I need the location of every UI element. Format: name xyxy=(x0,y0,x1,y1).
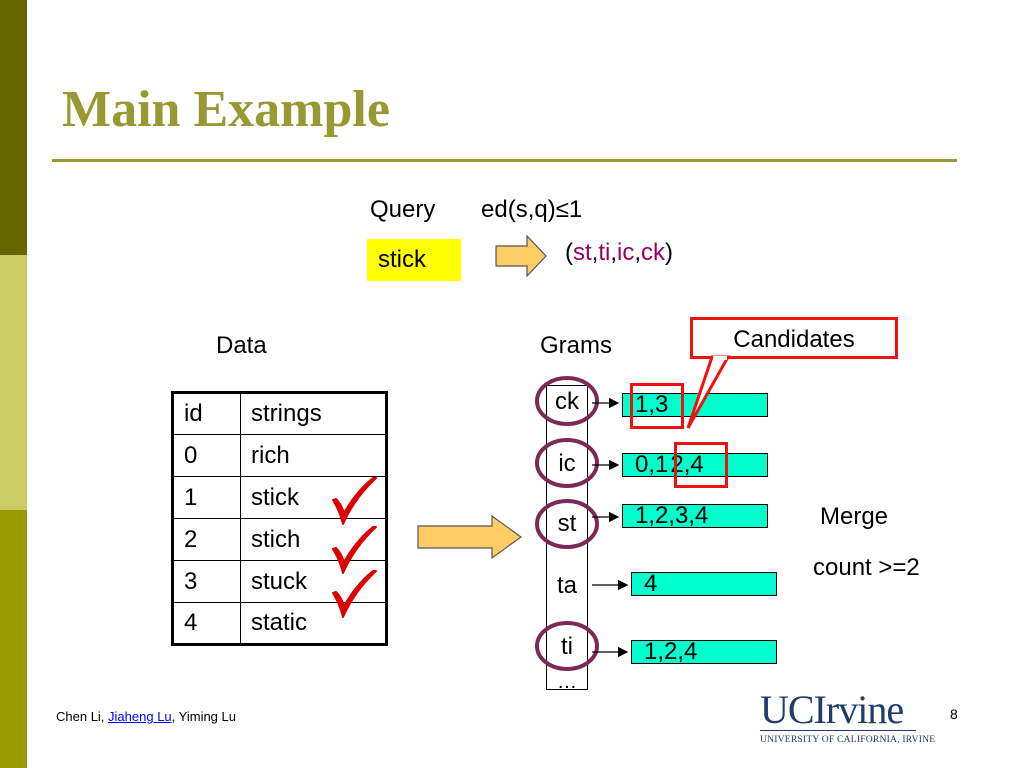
table-row: 1 stick xyxy=(172,476,387,519)
gram-entry: ta xyxy=(556,572,577,599)
checkmark-icon xyxy=(332,526,377,574)
grams-label: Grams xyxy=(540,332,612,359)
gram-circle-icon xyxy=(535,376,599,426)
header-strings: strings xyxy=(240,392,387,435)
gram-list-open: ( xyxy=(565,239,573,266)
sidebar-block-light xyxy=(0,255,27,510)
gram-circle-icon xyxy=(535,438,599,488)
candidates-label: Candidates xyxy=(733,326,855,353)
sidebar-block-mid xyxy=(0,510,27,768)
gram-circle-icon xyxy=(535,499,599,549)
sidebar-block-dark xyxy=(0,0,27,255)
gram-ellipsis: … xyxy=(557,671,577,693)
gram-separator: , xyxy=(634,239,642,266)
slide-title: Main Example xyxy=(62,81,390,138)
table-row: 4 static xyxy=(172,602,387,645)
query-string-box: stick xyxy=(367,239,461,281)
block-arrow-right-icon xyxy=(417,514,523,560)
query-label: Query xyxy=(370,196,436,223)
gram-separator: , xyxy=(610,239,618,266)
checkmark-icon xyxy=(332,477,377,525)
gram-entry: ic xyxy=(558,450,576,477)
gram-entry: st xyxy=(557,510,577,537)
row-id: 0 xyxy=(172,434,241,477)
query-gram: st xyxy=(573,239,592,266)
footer-authors: Chen Li, Jiaheng Lu, Yiming Lu xyxy=(56,709,236,724)
table-header-row: id strings xyxy=(172,392,387,435)
title-underline xyxy=(52,159,957,162)
logo-wordmark: UCIrvine xyxy=(760,687,904,732)
gram-entry: ck xyxy=(555,388,579,415)
table-row: 2 stich xyxy=(172,518,387,561)
query-gram-list: (st,ti,ic,ck) xyxy=(565,241,673,265)
gram-circle-icon xyxy=(535,621,599,671)
data-label: Data xyxy=(216,332,267,359)
query-gram: ic xyxy=(617,239,635,266)
sidebar-decoration xyxy=(0,0,27,768)
candidate-highlight-box xyxy=(630,383,684,429)
gram-entry: ti xyxy=(561,633,573,660)
query-gram: ck xyxy=(641,239,666,266)
page-number: 8 xyxy=(950,706,958,722)
posting-values: 0,1 xyxy=(635,451,669,478)
row-id: 2 xyxy=(172,518,241,561)
row-id: 4 xyxy=(172,602,241,645)
author-link[interactable]: Jiaheng Lu xyxy=(108,709,172,724)
gram-list-close: ) xyxy=(665,239,674,266)
candidate-highlight-box xyxy=(674,442,728,488)
edit-distance-condition: ed(s,q)≤1 xyxy=(481,196,583,223)
gram-separator: , xyxy=(591,239,599,266)
author-name: , Yiming Lu xyxy=(171,709,236,724)
query-gram: ti xyxy=(598,239,611,266)
row-id: 1 xyxy=(172,476,241,519)
checkmark-icon xyxy=(332,570,377,618)
logo-subtitle: UNIVERSITY OF CALIFORNIA, IRVINE xyxy=(760,734,936,745)
posting-list-ti: 1,2,4 xyxy=(631,640,777,664)
block-arrow-right-icon xyxy=(495,234,547,278)
posting-list-st: 1,2,3,4 xyxy=(622,504,768,528)
row-string: static xyxy=(240,602,387,645)
row-string: rich xyxy=(240,434,387,477)
header-id: id xyxy=(172,392,241,435)
logo-divider xyxy=(760,730,916,731)
gram-index-column xyxy=(546,385,588,690)
table-row: 0 rich xyxy=(172,434,387,477)
row-string: stick xyxy=(240,476,387,519)
merge-condition: count >=2 xyxy=(813,554,920,581)
callout-pointer-icon xyxy=(686,355,731,429)
merge-label: Merge xyxy=(820,503,889,530)
row-id: 3 xyxy=(172,560,241,603)
query-string: stick xyxy=(378,246,426,273)
uci-logo: UCIrvine UNIVERSITY OF CALIFORNIA, IRVIN… xyxy=(760,687,935,745)
candidates-callout: Candidates xyxy=(690,317,898,359)
author-name: Chen Li, xyxy=(56,709,109,724)
posting-list-ta: 4 xyxy=(631,572,777,596)
